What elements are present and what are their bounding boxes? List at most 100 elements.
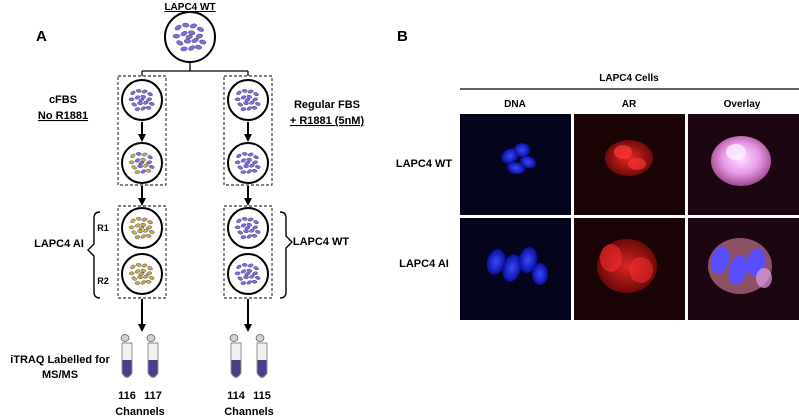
micrograph-wt-overlay bbox=[688, 114, 799, 215]
cell bbox=[240, 107, 247, 111]
dish-left-1 bbox=[121, 79, 163, 121]
tube-cap bbox=[229, 334, 239, 342]
cell bbox=[137, 101, 143, 106]
cell bbox=[143, 100, 149, 105]
flow-arrows bbox=[138, 122, 252, 332]
cell bbox=[128, 160, 135, 165]
cell bbox=[143, 163, 149, 168]
cell bbox=[141, 217, 148, 222]
dashed-box-left-top bbox=[117, 75, 167, 186]
cell bbox=[246, 169, 252, 174]
cell bbox=[147, 92, 153, 97]
cell bbox=[128, 97, 135, 102]
panel-a-label: A bbox=[36, 28, 47, 45]
right-condition-line1: Regular FBS bbox=[294, 99, 360, 111]
cell bbox=[251, 280, 258, 284]
cell bbox=[244, 226, 251, 230]
cell bbox=[147, 155, 153, 160]
column-ar: AR bbox=[622, 99, 637, 110]
cell bbox=[252, 225, 258, 230]
tube-cap bbox=[255, 334, 265, 342]
cell bbox=[252, 271, 258, 276]
cell bbox=[241, 152, 248, 156]
cell bbox=[247, 263, 254, 268]
cell bbox=[141, 152, 148, 157]
cell bbox=[140, 169, 146, 174]
cell bbox=[253, 266, 259, 271]
cell bbox=[253, 92, 259, 97]
cell bbox=[149, 230, 155, 234]
micrograph-ai-dna bbox=[460, 218, 571, 320]
cell bbox=[146, 271, 152, 276]
panel-b-header: LAPC4 Cells bbox=[599, 73, 659, 84]
cell bbox=[185, 34, 193, 40]
cell bbox=[253, 220, 259, 225]
cell bbox=[145, 169, 152, 173]
cell bbox=[180, 31, 188, 37]
cell bbox=[240, 235, 247, 239]
dish-right-1 bbox=[227, 79, 269, 121]
cell bbox=[197, 26, 204, 32]
tube-cap bbox=[146, 334, 156, 342]
cell bbox=[174, 24, 182, 31]
tube-liquid bbox=[231, 360, 241, 377]
cell bbox=[135, 217, 142, 221]
cell bbox=[138, 226, 145, 230]
cell bbox=[237, 165, 243, 170]
cell bbox=[195, 33, 203, 39]
tube-liquid bbox=[122, 360, 132, 377]
dish-left-r1 bbox=[121, 207, 163, 249]
cell bbox=[246, 234, 252, 239]
cell bbox=[134, 170, 141, 174]
dish-top bbox=[164, 11, 216, 63]
row-label-ai: LAPC4 AI bbox=[399, 258, 449, 270]
itraq-label-line2: MS/MS bbox=[42, 369, 78, 381]
cell bbox=[240, 281, 247, 285]
cell bbox=[130, 153, 136, 158]
right-bracket bbox=[279, 211, 293, 299]
cell bbox=[240, 269, 247, 274]
channels-word-left: Channels bbox=[115, 406, 165, 418]
cell bbox=[240, 223, 247, 228]
cell bbox=[255, 165, 261, 169]
cell bbox=[140, 280, 146, 285]
cell bbox=[241, 217, 248, 221]
cell bbox=[137, 275, 143, 280]
cell bbox=[243, 164, 249, 169]
cell bbox=[146, 160, 152, 165]
cell bbox=[249, 163, 255, 168]
cell bbox=[135, 263, 142, 267]
left-group-label: LAPC4 AI bbox=[34, 238, 84, 250]
cell bbox=[247, 89, 254, 94]
cell bbox=[130, 218, 136, 223]
cell bbox=[243, 101, 249, 106]
cell bbox=[128, 271, 135, 276]
cell bbox=[255, 230, 261, 234]
cell bbox=[134, 281, 141, 285]
cell bbox=[252, 160, 258, 165]
cell bbox=[188, 45, 196, 51]
cell bbox=[140, 234, 146, 239]
channel-117: 117 bbox=[144, 390, 162, 402]
cell bbox=[236, 90, 242, 95]
channels-word-right: Channels bbox=[224, 406, 274, 418]
cell bbox=[252, 97, 258, 102]
cell bbox=[240, 95, 247, 100]
dish-right-2 bbox=[227, 142, 269, 184]
cell bbox=[240, 170, 247, 174]
cell bbox=[147, 266, 153, 271]
cell bbox=[236, 218, 242, 223]
left-condition-line2: No R1881 bbox=[38, 110, 88, 122]
cell bbox=[240, 158, 247, 163]
cell bbox=[135, 89, 142, 93]
cell bbox=[134, 107, 141, 111]
micrograph-wt-dna bbox=[460, 114, 571, 215]
micrograph-wt-ar bbox=[574, 114, 685, 215]
cell bbox=[241, 263, 248, 267]
cell bbox=[247, 152, 254, 157]
tube-117 bbox=[146, 334, 159, 378]
cell bbox=[236, 264, 242, 269]
cell bbox=[183, 39, 192, 44]
cell bbox=[149, 165, 155, 169]
branch-lines bbox=[141, 62, 249, 76]
